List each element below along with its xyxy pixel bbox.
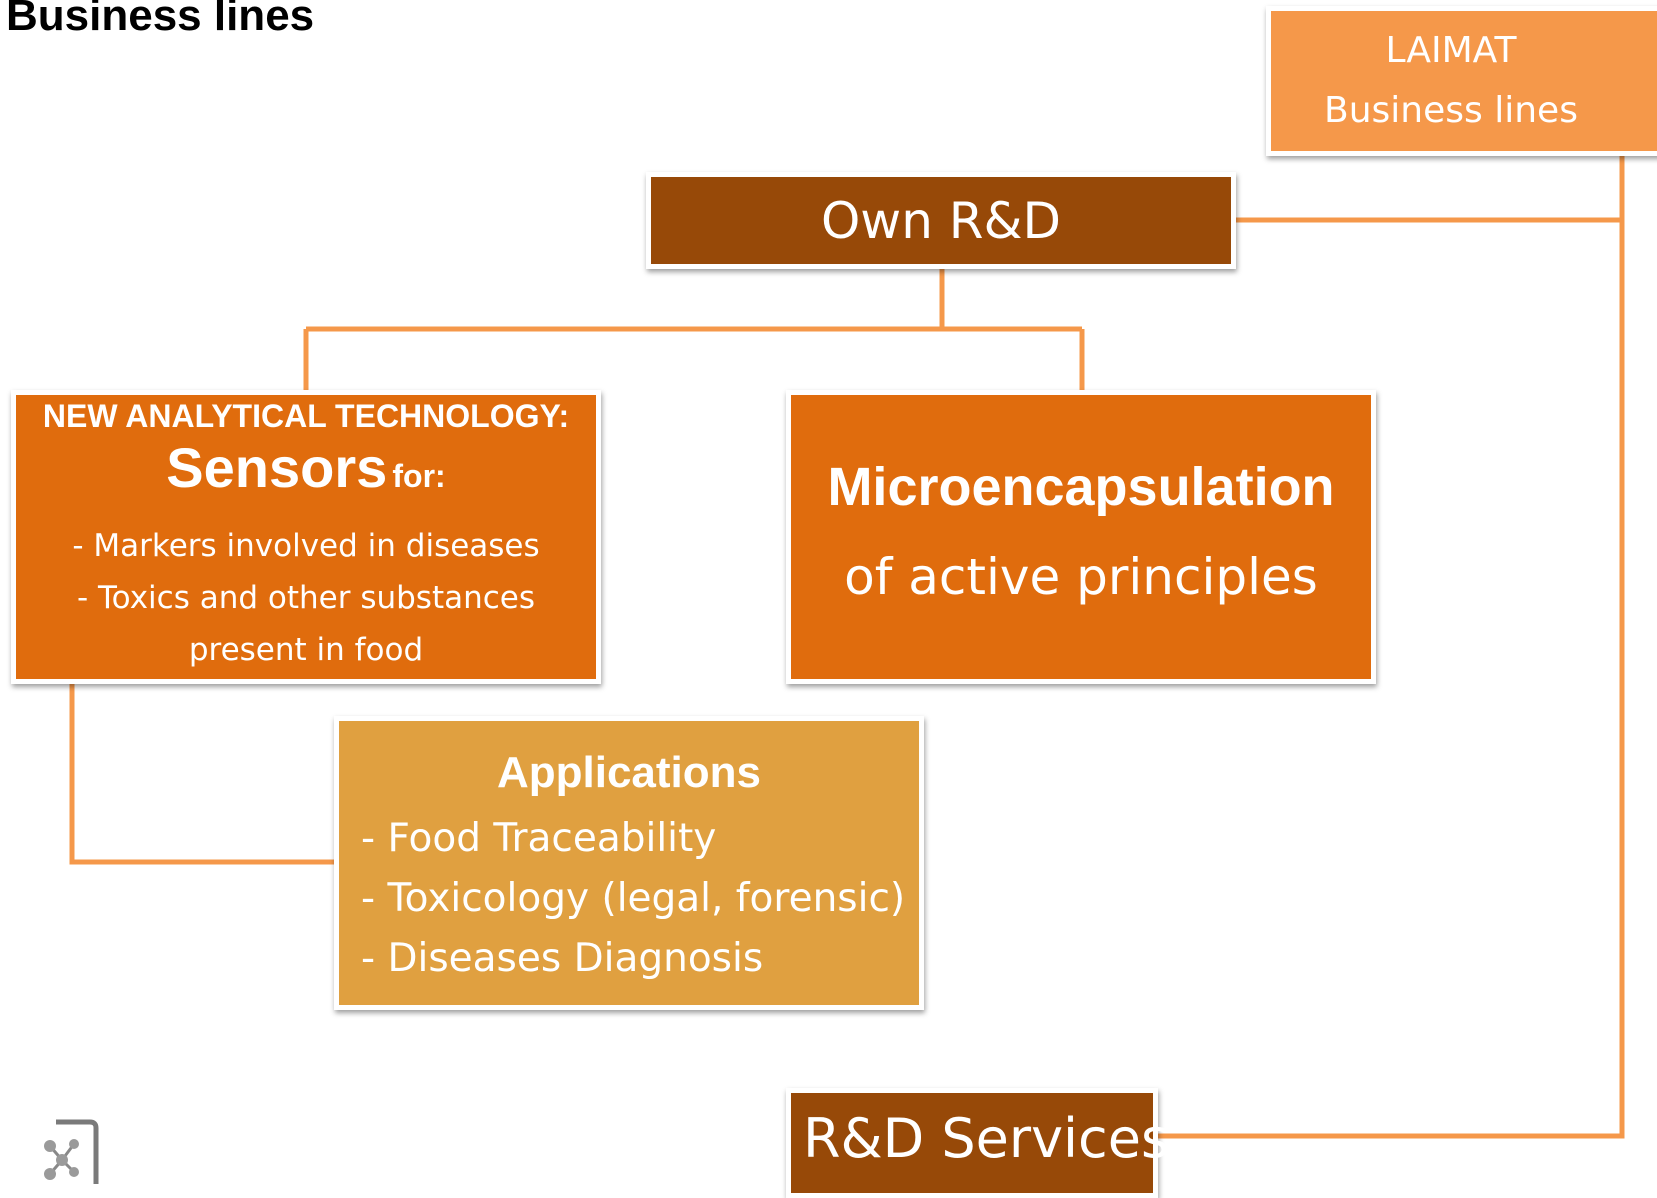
applications-box: Applications - Food Traceability - Toxic… — [334, 716, 924, 1010]
applications-item: - Diseases Diagnosis — [361, 936, 764, 981]
rd-services-label: R&D Services — [803, 1107, 1170, 1170]
rd-services-box: R&D Services — [786, 1088, 1169, 1198]
business-lines-label: Business lines — [1324, 90, 1578, 131]
connector-laimat-to-rd-services — [1158, 156, 1625, 1139]
sensors-item-text: - Toxics and other substances — [76, 580, 536, 616]
applications-item-list: - Food Traceability - Toxicology (legal,… — [339, 809, 919, 989]
microencapsulation-box: Microencapsulation of active principles — [786, 390, 1376, 684]
sensors-item: - Markers involved in diseases — [72, 528, 540, 564]
sensors-title-line: Sensors for: — [16, 435, 596, 515]
sensors-title: Sensors — [166, 436, 388, 499]
microencapsulation-subtitle: of active principles — [844, 548, 1318, 606]
sensors-box: NEW ANALYTICAL TECHNOLOGY: Sensors for: … — [11, 390, 601, 684]
sensors-item: - Toxics and other substances present in… — [16, 579, 596, 669]
sensors-heading: NEW ANALYTICAL TECHNOLOGY: — [42, 398, 570, 434]
applications-item: - Toxicology (legal, forensic) — [361, 876, 906, 921]
connector-sensors-to-applications — [69, 684, 334, 865]
applications-title: Applications — [496, 748, 762, 797]
sensors-item-list: - Markers involved in diseases - Toxics … — [16, 527, 596, 669]
sensors-title-suffix: for: — [392, 458, 446, 494]
microencapsulation-title: Microencapsulation — [827, 457, 1335, 517]
molecule-logo-icon — [44, 1119, 99, 1184]
page-title: Business lines — [6, 0, 315, 40]
applications-item: - Food Traceability — [361, 816, 717, 861]
laimat-business-lines-box: LAIMAT Business lines — [1266, 6, 1657, 156]
laimat-label: LAIMAT — [1385, 30, 1517, 71]
own-rd-label: Own R&D — [820, 191, 1062, 250]
sensors-item-text-cont: present in food — [188, 632, 424, 668]
own-rd-box: Own R&D — [646, 172, 1236, 269]
